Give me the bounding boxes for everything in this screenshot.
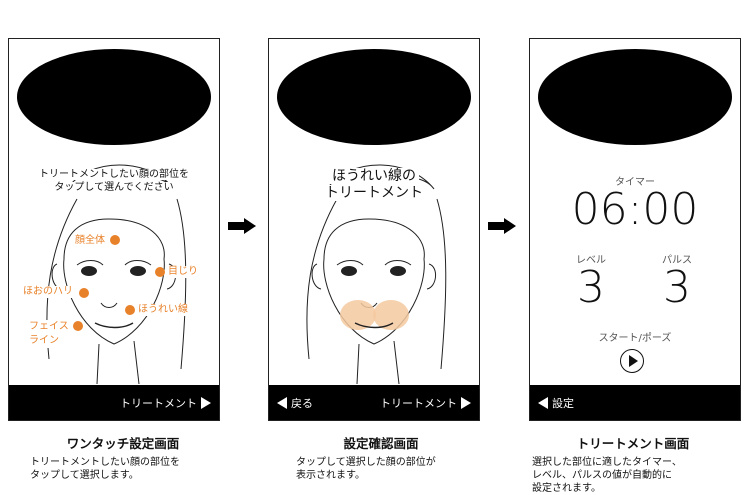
back-arrow-icon [277, 397, 287, 409]
pulse-label: パルス [662, 255, 692, 266]
caption-title: トリートメント画面 [576, 436, 690, 451]
caption-title: 設定確認画面 [343, 436, 419, 451]
highlight-right-cheek [373, 300, 409, 330]
level-label: レベル [576, 255, 606, 266]
caption-2: 設定確認画面 タップして選択した顔の部位が 表示されます。 [266, 433, 496, 482]
play-button[interactable] [620, 349, 644, 373]
bottom-bar: 設定 [530, 385, 740, 420]
setting-confirmation-screen: ほうれい線の トリートメント 戻る トリートメント [268, 38, 480, 421]
forward-arrow-icon [201, 397, 211, 409]
level-value: 3 [577, 262, 605, 313]
one-touch-setting-screen: トリートメントしたい顔の部位を タップして選んでください 顔全体 目じり ほおの… [8, 38, 220, 421]
forward-arrow-icon [461, 397, 471, 409]
arrow-right-icon [488, 218, 516, 234]
back-arrow-icon [538, 397, 548, 409]
part-label-face-line[interactable]: フェイスライン [29, 320, 69, 348]
bottom-bar: トリートメント [9, 385, 219, 420]
device-image-placeholder [277, 49, 471, 145]
part-dot-nasolabial[interactable] [125, 305, 135, 315]
part-label-eye-corner[interactable]: 目じり [168, 266, 198, 278]
mouth-line [354, 322, 394, 329]
part-dot-face-line[interactable] [73, 321, 83, 331]
instruction-text: トリートメントしたい顔の部位を タップして選んでください [37, 169, 191, 193]
pulse-value: 3 [663, 262, 691, 313]
caption-description: タップして選択した顔の部位が 表示されます。 [296, 457, 436, 481]
part-label-cheek-firmness[interactable]: ほおのハリ [23, 286, 73, 298]
part-label-nasolabial[interactable]: ほうれい線 [138, 304, 188, 316]
caption-description: 選択した部位に適したタイマー、 レベル、パルスの値が自動的に 設定されます。 [532, 457, 682, 494]
part-label-whole-face[interactable]: 顔全体 [75, 235, 105, 247]
bottom-bar: 戻る トリートメント [269, 385, 479, 420]
device-image-placeholder [538, 49, 732, 145]
arrow-right-icon [228, 218, 256, 234]
part-dot-eye-corner[interactable] [155, 267, 165, 277]
part-dot-whole-face[interactable] [110, 235, 120, 245]
timer-label: タイマー [615, 177, 655, 188]
part-dot-cheek-firmness[interactable] [79, 288, 89, 298]
treatment-button[interactable]: トリートメント [380, 395, 471, 411]
treatment-screen: タイマー 06:00 レベル 3 パルス 3 スタート/ポーズ 設定 [529, 38, 741, 421]
caption-1: ワンタッチ設定画面 トリートメントしたい顔の部位を タップして選択します。 [8, 433, 238, 482]
back-button[interactable]: 戻る [277, 395, 313, 411]
device-image-placeholder [17, 49, 211, 145]
treatment-button[interactable]: トリートメント [120, 395, 211, 411]
timer-value: 06:00 [571, 184, 699, 235]
settings-button[interactable]: 設定 [538, 395, 574, 411]
start-pause-label: スタート/ポーズ [598, 333, 672, 344]
selected-treatment-title: ほうれい線の トリートメント [269, 168, 479, 202]
caption-description: トリートメントしたい顔の部位を タップして選択します。 [30, 457, 180, 481]
caption-title: ワンタッチ設定画面 [66, 436, 180, 451]
caption-3: トリートメント画面 選択した部位に適したタイマー、 レベル、パルスの値が自動的に… [518, 433, 748, 495]
